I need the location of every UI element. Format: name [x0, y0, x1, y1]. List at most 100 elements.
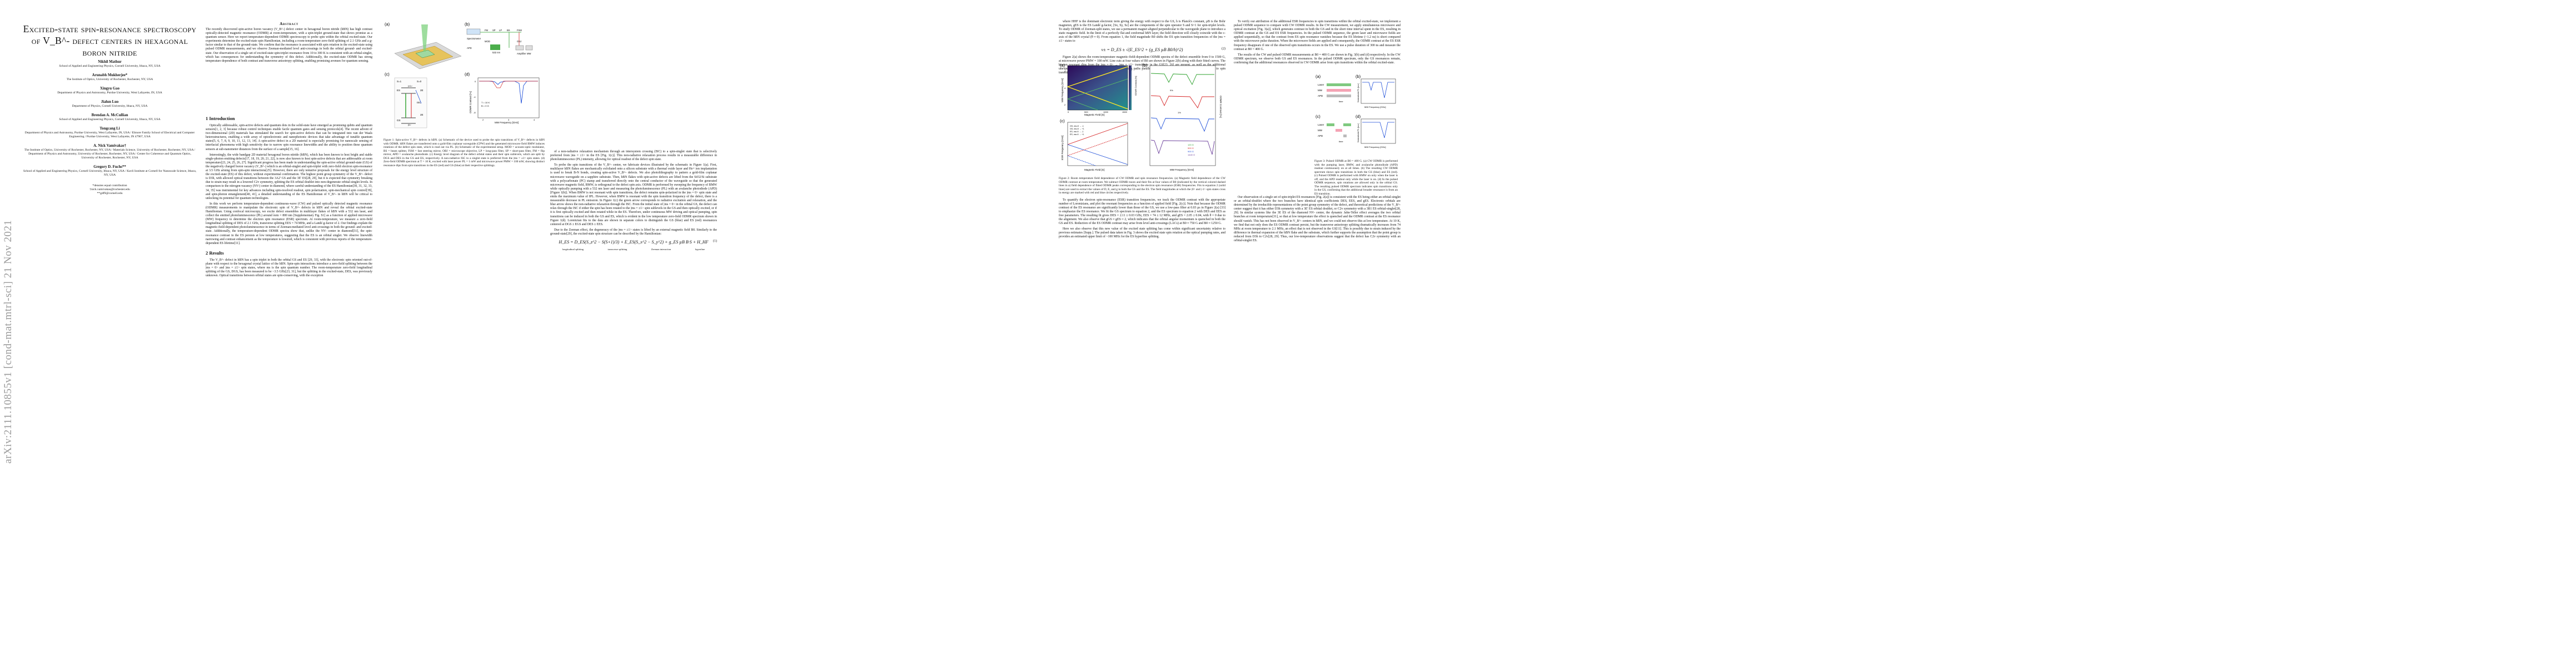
mw-pulse-bar	[1327, 89, 1351, 92]
legend-entry: GS, ms=0 → +1	[1070, 128, 1084, 130]
tick-label: -8	[474, 111, 476, 114]
fig2-panel-c-label: (c)	[1060, 118, 1065, 123]
paragraph: To verify our attribution of the additio…	[1234, 20, 1401, 51]
equation-1-number: (1)	[713, 239, 717, 243]
pulsed-odmr-frame	[1361, 118, 1396, 144]
tick-label: -4	[474, 96, 476, 98]
energy-label: 2E	[420, 89, 423, 92]
paper-title: Excited-state spin-resonance spectroscop…	[23, 23, 197, 58]
fig2c-xlabel: Magnetic Field [G]	[1084, 168, 1105, 171]
laser-beam-shape	[421, 24, 428, 52]
scale-label: 9%	[1170, 89, 1173, 92]
figure-2: (a) Magnetic Field [G] MW Frequency [GHz…	[1059, 62, 1225, 173]
author-name: Gregory D. Fuchs**	[93, 165, 126, 169]
setup-label: FSM	[517, 29, 522, 32]
tick-label: 2	[482, 118, 484, 121]
figure-2-graphics: (a) Magnetic Field [G] MW Frequency [GHz…	[1060, 63, 1222, 171]
setup-label: FM	[485, 29, 489, 32]
equation-1-body: H_ES = D_ES(S_z^2 − S(S+1)/3) + E_ES(S_x…	[559, 239, 709, 245]
paragraph: The V_B^- defect in hBN has a spin tripl…	[206, 258, 372, 278]
author-name: Brendan A. McCullian	[91, 113, 128, 117]
paragraph: In this work we perform temperature-depe…	[206, 202, 372, 245]
tick-label: 0	[1068, 111, 1069, 113]
legend-entry: 120 G	[1188, 143, 1194, 146]
odmr-plot-frame	[477, 77, 540, 118]
esr-plot-frame	[1067, 122, 1128, 166]
fig3-panel-b-label: (b)	[1356, 74, 1361, 79]
linecut-120g	[1150, 73, 1214, 86]
footnote-line[interactable]: †nick.vamivakas@rochester.edu	[89, 188, 130, 191]
mw-source-box	[525, 45, 533, 51]
plot-annotation: T = 10 K	[481, 101, 490, 104]
fig2b-ylabel: ODMR Contrast [%]	[1219, 96, 1222, 118]
figure-1-caption: Figure 1: Spin-active V_B^- defects in h…	[383, 138, 545, 167]
author-name: Nikhil Mathur	[98, 60, 122, 64]
setup-label: Amplifier	[517, 52, 526, 55]
tick-label: 1500	[1122, 111, 1128, 113]
figure-2-caption-block: Figure 2: Room temperature field depende…	[1059, 177, 1225, 241]
fig3b-xlabel: MW Frequency [GHz]	[1364, 106, 1386, 108]
author-affiliation: The Institute of Optics, University of R…	[66, 78, 153, 81]
fig3d-xlabel: MW Frequency [GHz]	[1364, 146, 1386, 148]
energy-label: ISC	[417, 101, 421, 104]
spectrometer-box	[466, 28, 481, 35]
fig2a-xlabel: Magnetic Field [G]	[1084, 113, 1105, 116]
arxiv-identifier[interactable]: arXiv:2111.10855v1 [cond-mat.mtrl-sci] 2…	[2, 220, 14, 464]
tick-label: 3	[508, 118, 510, 121]
linecut-500g	[1150, 95, 1214, 108]
fig1-panel-c-label: (c)	[385, 72, 390, 77]
seq-label: time	[1339, 140, 1343, 143]
legend-entry: 1440 G	[1188, 153, 1195, 156]
author-affiliation: School of Applied and Engineering Physic…	[59, 118, 161, 121]
linecut-plot-frame	[1149, 65, 1216, 166]
author-name: A. Nick Vamivakas†	[93, 144, 126, 148]
section-heading-results: 2 Results	[206, 250, 224, 256]
plot-annotation: B = 0 G	[481, 104, 489, 107]
es-upper-fit	[1067, 134, 1128, 156]
gs-trace	[479, 81, 538, 104]
author-affiliation: Department of Physics and Astronomy, Pur…	[57, 91, 162, 94]
author-affiliation: School of Applied and Engineering Physic…	[23, 170, 197, 177]
gs-lower-fit	[1067, 144, 1128, 165]
eq-term-label: hyperfine	[695, 247, 705, 251]
tick-label: 500	[1084, 111, 1088, 113]
equation-2-body: ν± = D_ES ± √(E_ES^2 + (g_ES µB B0/h)^2)	[1101, 47, 1183, 52]
column-intro: 1 Introduction Optically addressable, sp…	[206, 111, 372, 280]
footnote-line[interactable]: **gdf9@cornell.edu	[97, 192, 123, 195]
paragraph: To probe the spin transitions of the V_B…	[550, 163, 717, 226]
column-2-lower: of a non-radiative relaxation mechanism …	[550, 150, 717, 251]
colorbar-label: ODMR Contrast [%]	[1134, 76, 1137, 96]
fig2b-xlabel: MW Frequency [GHz]	[1170, 168, 1194, 171]
tick-label: 4	[1064, 87, 1066, 89]
page-2: where HHF is the dominant electronic ter…	[859, 0, 1717, 667]
setup-label: 532 nm	[492, 51, 500, 54]
equation-1-brace-labels: longitudinal splitting transverse splitt…	[550, 248, 717, 251]
amplifier-box	[515, 45, 524, 51]
eq-term-label: Zeeman interaction	[651, 247, 671, 251]
fig2-panel-b-label: (b)	[1142, 63, 1148, 68]
abstract-text: The recently discovered spin-active boro…	[206, 28, 372, 63]
paragraph: of a non-radiative relaxation mechanism …	[550, 150, 717, 162]
author-name: Jialun Luo	[101, 100, 119, 104]
tick-label: 2	[1064, 103, 1066, 106]
author-entry: Gregory D. Fuchs**School of Applied and …	[22, 165, 197, 177]
author-affiliation: Department of Physics, Cornell Universit…	[72, 104, 148, 108]
setup-label: APD	[467, 47, 472, 49]
tick-label: 6	[1064, 70, 1066, 73]
paragraph: Here we also observe that this new value…	[1059, 227, 1225, 239]
setup-label: MW	[527, 52, 531, 55]
section-heading-introduction: 1 Introduction	[206, 116, 235, 121]
setup-label: BS	[507, 29, 510, 32]
eq-term-label: longitudinal splitting	[562, 247, 584, 251]
es-lower-branch	[1067, 98, 1098, 111]
abstract-heading: Abstract	[280, 21, 298, 26]
fig3-panel-d-label: (d)	[1356, 114, 1361, 119]
author-name: Xingyu Gao	[100, 87, 119, 91]
linecut-1440g	[1150, 140, 1215, 155]
author-entry: A. Nick Vamivakas†The Institute of Optic…	[22, 144, 197, 160]
energy-label: GS	[397, 119, 401, 122]
